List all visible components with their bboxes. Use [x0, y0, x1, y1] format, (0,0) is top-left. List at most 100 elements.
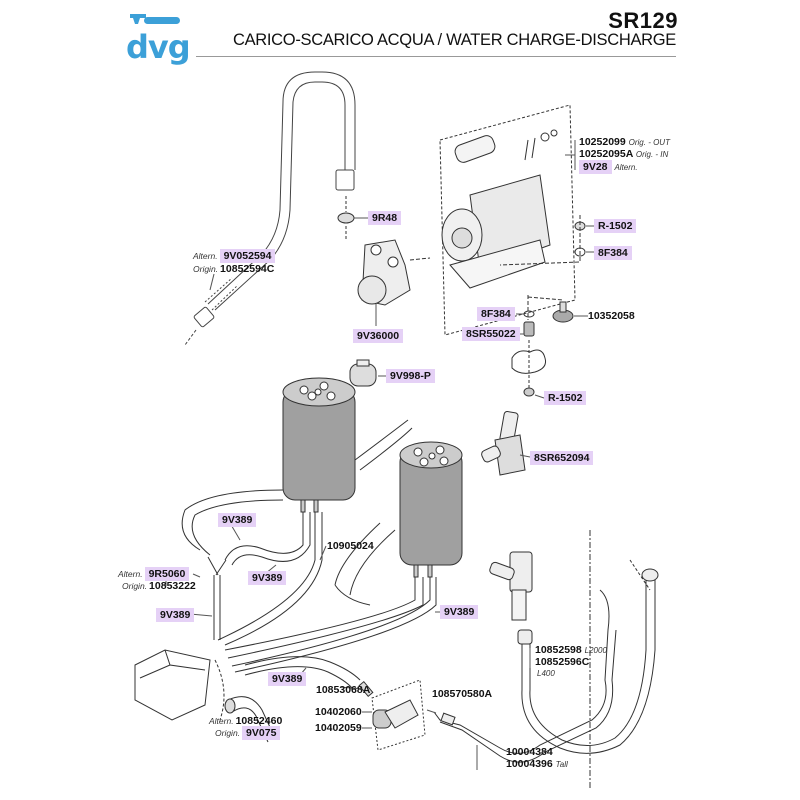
part-code: 10852460 [235, 715, 283, 727]
washers-right [499, 215, 586, 266]
tank-right [399, 441, 463, 578]
label-9v389-d[interactable]: 9V389 [440, 605, 479, 619]
part-code[interactable]: 9V075 [242, 726, 281, 740]
part-code[interactable]: 9V36000 [353, 329, 404, 343]
label-8sr652094[interactable]: 8SR652094 [530, 451, 594, 465]
drain-box [134, 649, 225, 721]
page-title: CARICO-SCARICO ACQUA / WATER CHARGE-DISC… [232, 31, 676, 49]
fitting-9v998 [349, 359, 377, 387]
label-l400: L400 [537, 667, 555, 680]
part-code: 10852598 [535, 644, 582, 656]
label-10852594c: Origin.10852594C [193, 263, 274, 276]
label-10852598: 10852598 L2000 [535, 644, 607, 657]
part-code: 10853222 [149, 580, 196, 592]
alt-prefix: Altern. [118, 569, 143, 579]
orig-prefix: Origin. [215, 728, 241, 738]
label-10352058: 10352058 [588, 310, 635, 323]
tap-group [358, 679, 426, 751]
orig-prefix: Origin. [193, 264, 219, 274]
label-8f384-left[interactable]: 8F384 [477, 307, 515, 321]
label-8sr55022[interactable]: 8SR55022 [462, 327, 520, 341]
label-8f384-right[interactable]: 8F384 [594, 246, 632, 260]
part-code[interactable]: 8F384 [594, 246, 632, 260]
part-note: Tall [555, 760, 568, 769]
page-code: SR129 [608, 8, 678, 33]
label-9v389-a[interactable]: 9V389 [218, 513, 257, 527]
part-code[interactable]: R-1502 [594, 219, 637, 233]
alt-prefix: Altern. [209, 716, 234, 726]
label-9v389-b[interactable]: 9V389 [248, 571, 287, 585]
portafilter-icon [130, 14, 180, 24]
part-code: 10852596C [535, 656, 590, 668]
orig-prefix: Origin. [122, 581, 148, 591]
part-code: 10402060 [315, 706, 362, 718]
part-note: Orig. - OUT [628, 138, 670, 147]
part-code: 10852594C [220, 263, 275, 275]
label-10853222: Origin.10853222 [122, 580, 196, 593]
label-10402059: 10402059 [315, 722, 362, 735]
part-code: 108570580A [432, 688, 493, 700]
alt-prefix: Altern. [193, 251, 218, 261]
part-code[interactable]: 8F384 [477, 307, 515, 321]
label-10004384: 10004384 [506, 746, 553, 759]
label-9v075[interactable]: Origin.9V075 [215, 726, 281, 740]
label-9v28[interactable]: 9V28 Altern. [579, 160, 638, 174]
label-10852596c: 10852596C [535, 656, 589, 669]
label-r1502-bottom[interactable]: R-1502 [544, 391, 587, 405]
label-9r48[interactable]: 9R48 [368, 211, 402, 225]
part-code[interactable]: 9V28 [579, 160, 612, 174]
part-code: 10252095A [579, 148, 633, 160]
part-code: 10905024 [327, 540, 374, 552]
part-code[interactable]: 9V998-P [386, 369, 435, 383]
part-code: 10352058 [588, 310, 635, 322]
drain-hose [224, 696, 276, 743]
label-10853068a: 10853068A [316, 684, 370, 697]
label-10402060: 10402060 [315, 706, 362, 719]
dvg-logo: dvg [126, 10, 191, 66]
valve-8sr652094 [481, 410, 526, 476]
part-note: L400 [537, 669, 555, 678]
part-code[interactable]: 8SR55022 [462, 327, 520, 341]
part-code[interactable]: 9V389 [440, 605, 479, 619]
part-code[interactable]: 9R5060 [144, 567, 190, 581]
part-code: 10252099 [579, 136, 626, 148]
hoses [181, 419, 437, 689]
pump-head [357, 239, 431, 306]
label-r1502-top[interactable]: R-1502 [594, 219, 637, 233]
label-108570580a: 108570580A [432, 688, 492, 701]
label-9v998-p[interactable]: 9V998-P [386, 369, 435, 383]
brand-name: dvg [126, 28, 191, 66]
part-code[interactable]: 8SR652094 [530, 451, 594, 465]
solenoid-valve [489, 551, 533, 621]
part-code: 10004384 [506, 746, 553, 758]
label-9v36000[interactable]: 9V36000 [353, 329, 404, 343]
pipes [433, 530, 659, 790]
pump-motor [441, 129, 558, 289]
part-code: 10853068A [316, 684, 371, 696]
part-code[interactable]: R-1502 [544, 391, 587, 405]
part-code[interactable]: 9V052594 [219, 249, 276, 263]
part-code[interactable]: 9V389 [156, 608, 195, 622]
inlet-hose [184, 71, 356, 346]
label-10004396: 10004396 Tall [506, 758, 568, 771]
part-code[interactable]: 9V389 [268, 672, 307, 686]
label-10252099: 10252099 Orig. - OUT [579, 136, 670, 149]
part-code[interactable]: 9V389 [248, 571, 287, 585]
label-9v052594[interactable]: Altern.9V052594 [193, 249, 276, 263]
label-9v389-e[interactable]: 9V389 [268, 672, 307, 686]
label-9r5060[interactable]: Altern.9R5060 [118, 567, 190, 581]
part-note: Altern. [614, 163, 638, 172]
part-code: 10004396 [506, 758, 553, 770]
part-note: Orig. - IN [635, 150, 669, 159]
label-9v389-c[interactable]: 9V389 [156, 608, 195, 622]
nut-9r48 [337, 196, 355, 240]
header-divider [196, 56, 676, 57]
label-10905024: 10905024 [327, 540, 374, 553]
part-code[interactable]: 9R48 [368, 211, 402, 225]
label-10852460: Altern.10852460 [209, 715, 282, 728]
part-code[interactable]: 9V389 [218, 513, 257, 527]
part-code: 10402059 [315, 722, 362, 734]
part-note: L2000 [584, 646, 607, 655]
tank-left [282, 377, 356, 513]
